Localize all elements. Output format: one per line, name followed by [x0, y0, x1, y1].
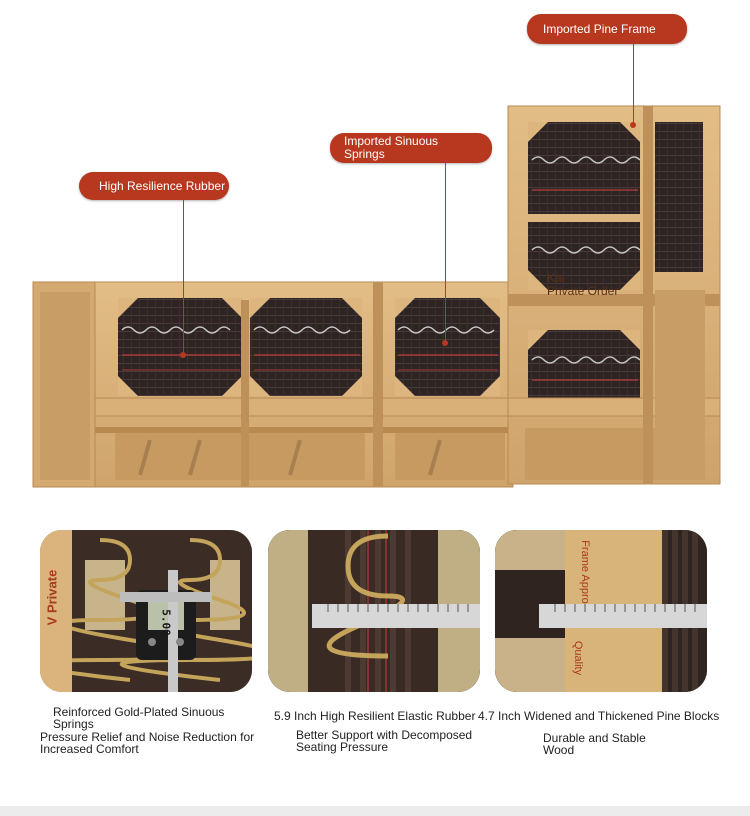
pine-photo-text: Frame Appro [578, 540, 591, 604]
rubber-tape-photo [268, 530, 480, 692]
callout-sinuous-springs-dot [442, 340, 448, 346]
frame-stamp: Kai Private Order [547, 272, 618, 298]
feature-photo-rubber [268, 530, 480, 692]
callout-pine-frame-line [633, 44, 634, 126]
feature-title-springs: Reinforced Gold-Plated Sinuous Springs [53, 706, 263, 730]
product-hero-image [32, 105, 721, 488]
feature-title-pine-text: 4.7 Inch Widened and Thickened Pine Bloc… [478, 709, 720, 723]
callout-high-resilience: High Resilience Rubber [79, 172, 229, 200]
callout-pine-frame: Imported Pine Frame [527, 14, 687, 44]
feature-desc-rubber-text: Better Support with Decomposed Seating P… [296, 728, 473, 754]
pine-photo-text-2: Quality [572, 640, 585, 676]
pine-tape-photo [495, 530, 707, 692]
frame-stamp-line2: Private Order [547, 284, 619, 298]
feature-title-pine: 4.7 Inch Widened and Thickened Pine Bloc… [478, 710, 740, 722]
callout-high-resilience-label: High Resilience Rubber [99, 178, 226, 193]
springs-caliper-photo [40, 530, 252, 692]
feature-title-rubber-text: 5.9 Inch High Resilient Elastic Rubber [274, 709, 476, 723]
footer-band [0, 806, 750, 816]
corner-frame [507, 105, 721, 485]
callout-sinuous-springs-line [445, 163, 446, 343]
feature-title-rubber: 5.9 Inch High Resilient Elastic Rubber [274, 710, 484, 722]
callout-pine-frame-label: Imported Pine Frame [543, 21, 656, 36]
feature-photo-pine: Frame Appro Quality [495, 530, 707, 692]
pine-frame-illustration [32, 105, 721, 488]
callout-sinuous-springs: Imported Sinuous Springs [330, 133, 492, 163]
feature-desc-pine-text: Durable and Stable Wood [543, 731, 646, 757]
feature-desc-rubber: Better Support with Decomposed Seating P… [296, 729, 486, 753]
callout-pine-frame-dot [630, 122, 636, 128]
callout-high-resilience-line [183, 200, 184, 356]
feature-desc-pine: Durable and Stable Wood [543, 732, 653, 756]
feature-desc-springs-text: Pressure Relief and Noise Reduction for … [40, 730, 255, 756]
feature-desc-springs: Pressure Relief and Noise Reduction for … [40, 731, 266, 755]
frame-stamp-line1: Kai [547, 271, 565, 285]
feature-photo-springs: 5.00 V Private [40, 530, 252, 692]
feature-title-springs-text: Reinforced Gold-Plated Sinuous Springs [53, 705, 225, 731]
springs-photo-text: V Private [44, 569, 60, 626]
caliper-reading: 5.00 [159, 609, 173, 636]
long-frame [32, 281, 514, 488]
callout-sinuous-springs-label: Imported Sinuous Springs [344, 134, 439, 161]
callout-high-resilience-dot [180, 352, 186, 358]
